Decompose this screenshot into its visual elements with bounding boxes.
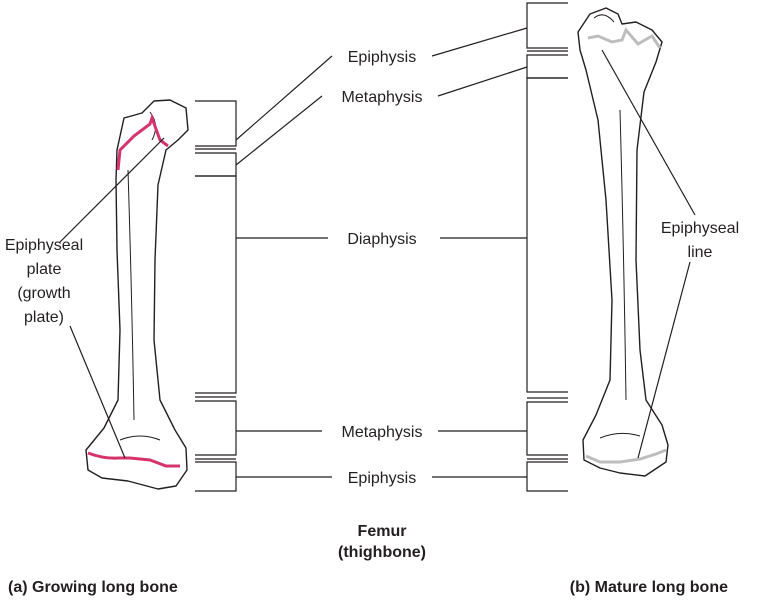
femur-title: Femur (thighbone) [338,523,426,561]
mature-femur-head [593,14,615,23]
caption-b: (b) Mature long bone [570,579,728,596]
leader-epiphysis-top-left [235,55,333,141]
label-epiphyseal-line: Epiphyseal line [661,220,739,261]
bracket-left-epiphysis-top [195,100,237,147]
bracket-right-epiphysis-top [526,2,568,49]
plate-line-3: (growth [17,285,70,302]
growing-femur [85,99,189,490]
bracket-left-diaphysis [195,175,237,394]
leader-plate-bottom [69,325,126,459]
leader-metaphysis-top-right [437,66,528,97]
mature-femur-line-bottom [585,448,667,464]
label-epiphysis-bottom: Epiphysis [348,470,416,487]
growing-femur-condyle [119,435,161,441]
growing-femur-plate-top [116,113,169,171]
plate-line-1: Epiphyseal [5,237,83,254]
label-diaphysis: Diaphysis [347,231,416,248]
label-metaphysis-top: Metaphysis [342,89,423,106]
bracket-right-metaphysis-bottom [526,401,568,456]
left-brackets [195,100,237,492]
leader-epiphysis-top-right [431,27,528,57]
leader-lines [59,27,696,478]
growing-femur-plate-bottom [87,451,180,468]
femur-title-line-2: (thighbone) [338,544,426,561]
bracket-left-metaphysis-top [195,152,237,177]
bracket-right-epiphysis-bottom [526,461,568,492]
label-metaphysis-bottom: Metaphysis [342,424,423,441]
leader-metaphysis-top-left [235,95,323,166]
bracket-left-epiphysis-bottom [195,461,237,492]
label-epiphyseal-plate: Epiphyseal plate (growth plate) [5,237,83,326]
plate-line-4: plate) [24,309,64,326]
mature-femur-line-top [587,27,662,49]
right-brackets [526,2,568,492]
growing-femur-shaft-line [127,169,135,421]
plate-line-2: plate [27,261,62,278]
mature-femur [577,7,669,477]
leader-line-top [601,49,696,216]
mature-femur-condyle [599,432,641,439]
bracket-right-metaphysis-top [526,54,568,79]
growing-femur-outline [85,99,189,490]
leader-line-bottom [637,261,691,459]
mature-femur-shaft-line [619,109,627,401]
eline-line-2: line [688,244,713,261]
leader-plate-top [59,137,165,243]
bracket-right-diaphysis [526,77,568,393]
bracket-left-metaphysis-bottom [195,400,237,456]
eline-line-1: Epiphyseal [661,220,739,237]
caption-a: (a) Growing long bone [8,579,178,596]
label-epiphysis-top: Epiphysis [348,49,416,66]
femur-title-line-1: Femur [358,523,407,540]
